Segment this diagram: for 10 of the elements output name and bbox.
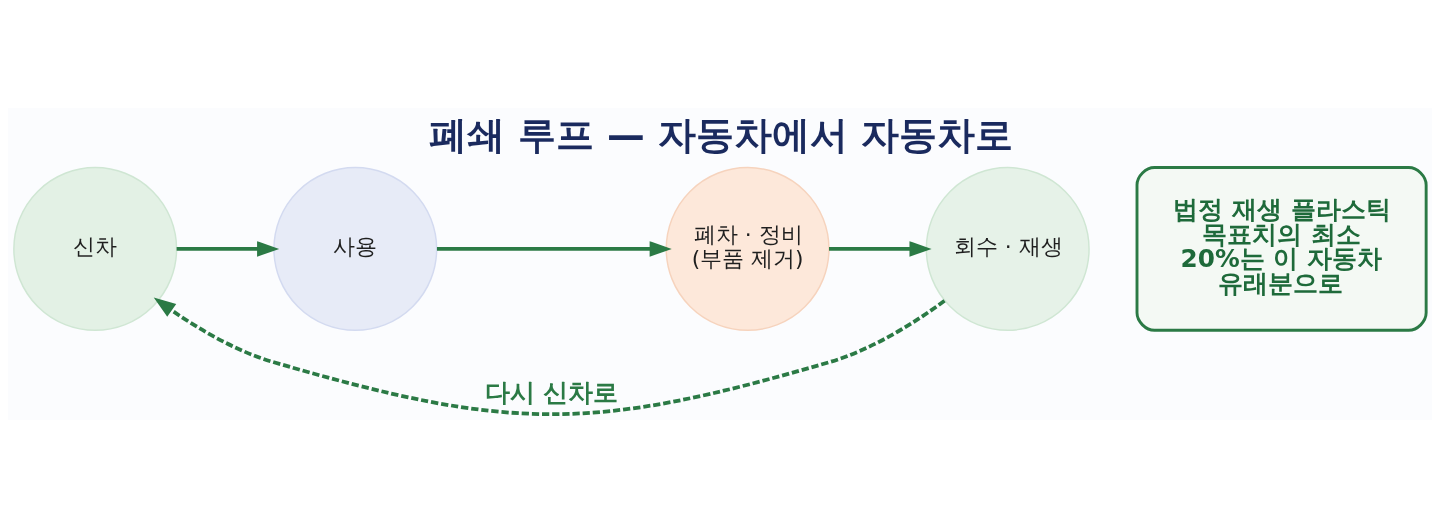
node-circle: 회수 · 재생	[925, 166, 1090, 332]
node-box: 법정 재생 플라스틱 목표치의 최소 20%는 이 자동차 유래분으로	[1135, 166, 1428, 332]
arrow	[176, 241, 280, 257]
arrow	[153, 297, 946, 416]
arrow	[436, 241, 672, 257]
diagram-title: 폐쇄 루프 — 자동차에서 자동차로	[428, 113, 1014, 158]
node-circle: 폐차 · 정비 (부품 제거)	[665, 166, 830, 332]
arrow	[829, 241, 932, 257]
edge-label: 다시 신차로	[484, 377, 619, 407]
node-circle: 사용	[273, 166, 438, 332]
